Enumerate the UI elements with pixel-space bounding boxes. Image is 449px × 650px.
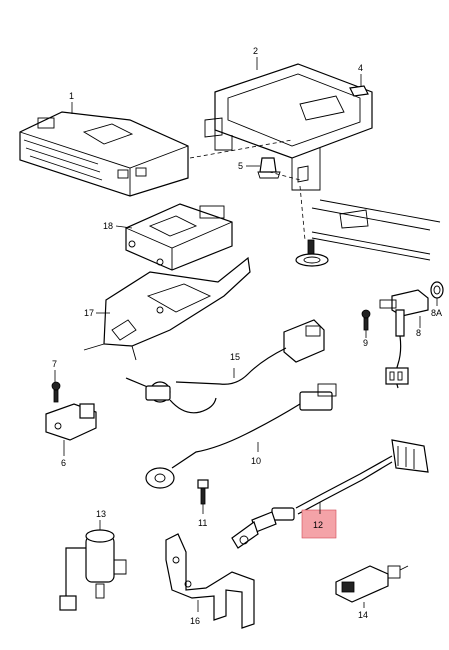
- bracket-rail: [311, 199, 441, 261]
- part-7-screw[interactable]: [51, 381, 61, 403]
- callout-13: 13: [96, 509, 106, 519]
- part-11-bolt[interactable]: [197, 479, 209, 505]
- part-13-valve[interactable]: [59, 529, 127, 611]
- callout-10: 10: [251, 456, 261, 466]
- part-10-knock-sensor[interactable]: [145, 383, 337, 489]
- callout-15: 15: [230, 352, 240, 362]
- part-18-module[interactable]: [125, 203, 233, 271]
- callout-14: 14: [358, 610, 368, 620]
- part-2-mounting-bracket[interactable]: [189, 63, 373, 241]
- callout-17: 17: [84, 308, 94, 318]
- callout-16: 16: [190, 616, 200, 626]
- callout-5: 5: [238, 161, 243, 171]
- part-6-sensor[interactable]: [45, 403, 97, 441]
- part-15-sensor[interactable]: [125, 319, 325, 414]
- callout-9: 9: [363, 338, 368, 348]
- callout-1: 1: [69, 91, 74, 101]
- callout-11: 11: [198, 518, 207, 528]
- callout-6: 6: [61, 458, 66, 468]
- callout-8a: 8A: [431, 308, 442, 318]
- callout-4: 4: [358, 63, 363, 73]
- callout-12: 12: [313, 520, 323, 530]
- bracket-stud: [295, 239, 329, 267]
- part-4-pad[interactable]: [349, 85, 369, 97]
- part-9-bolt[interactable]: [361, 309, 371, 331]
- part-16-bracket[interactable]: [165, 533, 255, 629]
- part-8-sensor[interactable]: [379, 289, 429, 389]
- part-12-highlight: [301, 509, 337, 539]
- callout-2: 2: [253, 46, 258, 56]
- part-1-control-unit[interactable]: [19, 111, 189, 197]
- part-17-bracket[interactable]: [83, 256, 251, 361]
- callout-18: 18: [103, 221, 113, 231]
- part-12-oxygen-sensor[interactable]: [231, 439, 429, 549]
- callout-8: 8: [416, 328, 421, 338]
- leader-18: [115, 225, 133, 229]
- part-5-clip[interactable]: [257, 157, 281, 179]
- part-14-connector[interactable]: [335, 565, 409, 603]
- part-8a-o-ring[interactable]: [430, 281, 444, 299]
- callout-7: 7: [52, 359, 57, 369]
